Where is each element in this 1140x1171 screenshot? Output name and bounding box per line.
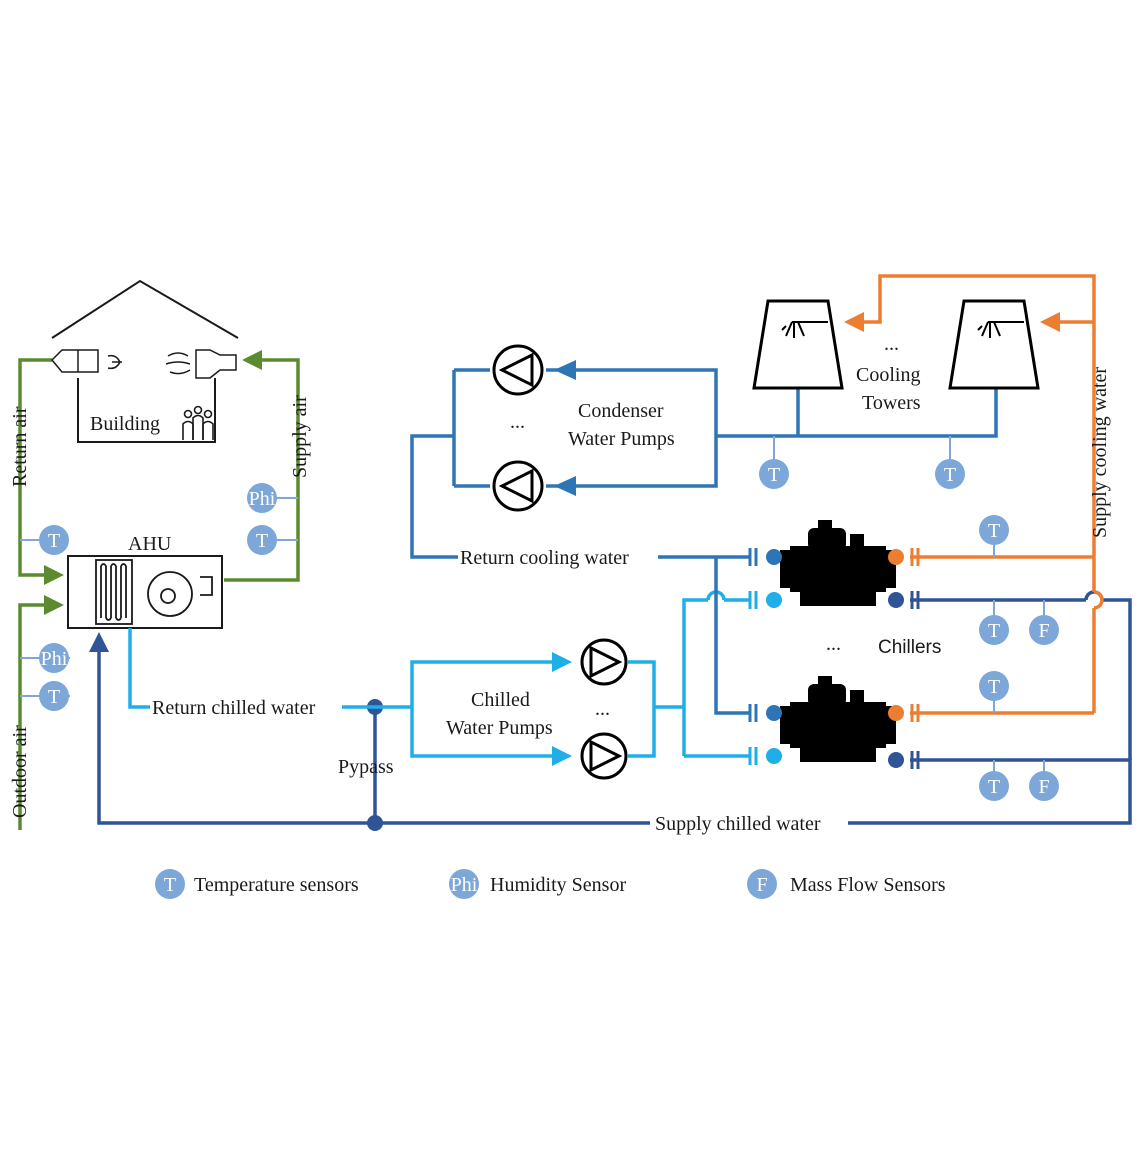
svg-text:T: T <box>256 530 268 552</box>
fan-icon <box>147 571 213 617</box>
chiller-connections <box>748 548 920 769</box>
cooling-tower-2 <box>948 299 1040 390</box>
sensor-t-supply-air <box>247 525 277 555</box>
legend-humidity-icon <box>449 869 479 899</box>
legend: T Temperature sensors Phi Humidity Senso… <box>155 869 946 899</box>
ahu-label: AHU <box>128 533 172 555</box>
legend-temperature-label: Temperature sensors <box>194 874 359 896</box>
sensor-t-chiller1-chilled <box>979 615 1009 645</box>
sensor-t-chiller2-cooling <box>979 671 1009 701</box>
condenser-water-pumps <box>492 344 544 512</box>
sensor-f-chiller1 <box>1029 615 1059 645</box>
towers-ellipsis: ... <box>884 333 899 355</box>
svg-text:F: F <box>756 874 767 896</box>
tower-spray-icons <box>781 321 1024 338</box>
chilled-pumps-ellipsis: ... <box>595 698 610 720</box>
chilled-pump-1 <box>580 638 628 686</box>
chilled-pump-2 <box>580 732 628 780</box>
sensor-t-chiller2-chilled <box>979 771 1009 801</box>
cooling-tower-1 <box>752 299 844 390</box>
sensor-t-outdoor-air <box>39 681 69 711</box>
legend-temperature-icon <box>155 869 185 899</box>
svg-text:T: T <box>48 530 60 552</box>
condenser-pumps-label-2: Water Pumps <box>568 428 675 450</box>
condenser-pumps-label-1: Condenser <box>578 400 664 422</box>
condenser-water-pipe <box>410 368 998 715</box>
exhaust-vent-icon <box>50 349 122 373</box>
outdoor-air-label: Outdoor air <box>9 725 31 818</box>
condenser-pump-arrows <box>554 360 576 496</box>
return-cooling-water-label: Return cooling water <box>460 547 629 569</box>
sensor-t-return-air <box>39 525 69 555</box>
supply-cooling-water-label: Supply cooling water <box>1089 367 1111 538</box>
condenser-sensors: T T <box>759 436 965 489</box>
return-air-label: Return air <box>9 406 31 487</box>
people-icon <box>182 405 214 440</box>
svg-text:Phi: Phi <box>249 488 276 510</box>
sensor-t-condenser-1 <box>759 459 789 489</box>
ahu-chilled-inlet-arrow <box>89 632 109 652</box>
svg-text:T: T <box>988 620 1000 642</box>
towers-label-1: Cooling <box>856 364 920 386</box>
svg-text:F: F <box>1038 620 1049 642</box>
air-sensors: T Phi T Phi T <box>20 483 298 711</box>
ahu-unit: AHU <box>67 533 223 629</box>
building-label: Building <box>90 413 160 435</box>
chilled-pumps-label-1: Chilled <box>471 689 530 711</box>
supply-chilled-water-label: Supply chilled water <box>655 813 821 835</box>
sensor-phi-supply-air <box>247 483 277 513</box>
svg-text:T: T <box>944 464 956 486</box>
supply-chilled-water-pipe <box>97 590 1132 825</box>
sensor-phi-outdoor-air <box>39 643 69 673</box>
svg-text:T: T <box>988 520 1000 542</box>
chiller-sensors: T T F T T F <box>979 515 1059 801</box>
bypass-junction-bottom <box>367 815 383 831</box>
towers-label-2: Towers <box>862 392 921 414</box>
svg-text:T: T <box>48 686 60 708</box>
supply-diffuser-icon <box>165 349 237 379</box>
svg-text:T: T <box>988 676 1000 698</box>
sensor-t-condenser-2 <box>935 459 965 489</box>
svg-text:F: F <box>1038 776 1049 798</box>
tower-inlet-arrows <box>844 312 1060 332</box>
supply-air-label: Supply air <box>289 395 311 478</box>
svg-text:T: T <box>164 874 176 896</box>
condenser-pump-2 <box>492 460 544 512</box>
building: Building <box>50 279 239 443</box>
legend-humidity-label: Humidity Sensor <box>490 874 626 896</box>
legend-flow-icon <box>747 869 777 899</box>
chiller-1 <box>780 520 896 606</box>
chilled-pumps-label-2: Water Pumps <box>446 717 553 739</box>
condenser-pumps-ellipsis: ... <box>510 411 525 433</box>
svg-text:T: T <box>988 776 1000 798</box>
bypass-label: Pypass <box>338 756 394 778</box>
return-chilled-water-pipe <box>128 590 750 758</box>
air-arrowheads <box>44 350 262 615</box>
chilled-pump-arrows <box>552 652 572 766</box>
svg-text:Phi: Phi <box>41 648 68 670</box>
building-walls <box>77 378 216 443</box>
return-chilled-water-label: Return chilled water <box>152 697 316 719</box>
chillers-label: Chillers <box>878 637 941 658</box>
sensor-f-chiller2 <box>1029 771 1059 801</box>
chiller-2 <box>780 676 896 762</box>
condenser-pump-1 <box>492 344 544 396</box>
supply-cooling-water-pipe <box>862 274 1104 715</box>
chilled-water-pumps <box>580 638 628 780</box>
svg-text:Phi: Phi <box>451 874 478 896</box>
coil-icon <box>95 559 133 625</box>
svg-text:T: T <box>768 464 780 486</box>
building-roof <box>51 279 239 339</box>
sensor-t-chiller1-cooling <box>979 515 1009 545</box>
legend-flow-label: Mass Flow Sensors <box>790 874 946 896</box>
chillers-ellipsis: ... <box>826 633 841 655</box>
